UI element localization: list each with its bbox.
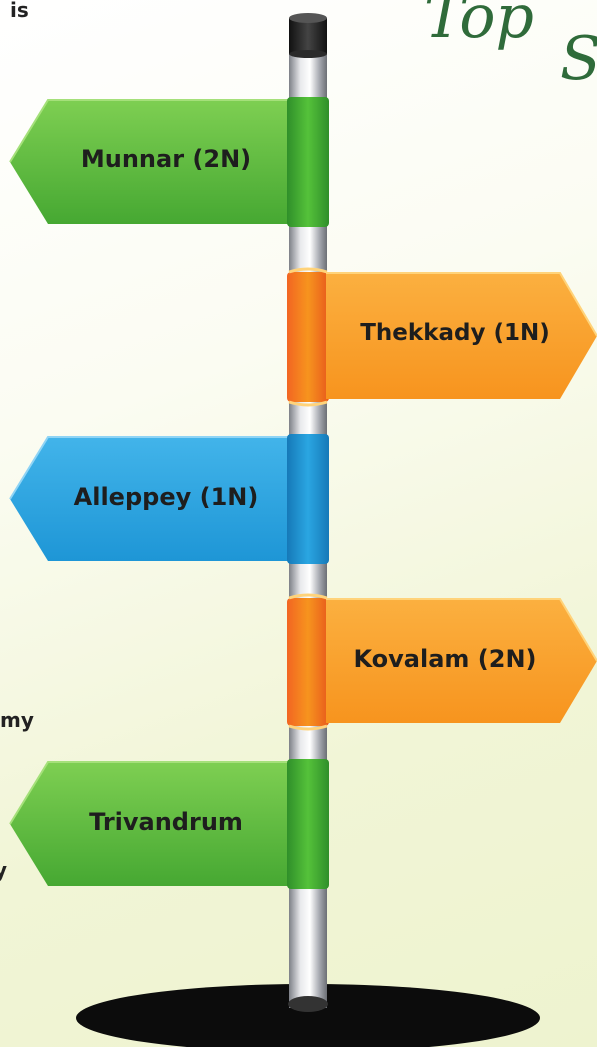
sign-alleppey — [9, 434, 329, 564]
heading-top: Top — [424, 0, 534, 52]
clipped-text-lower: y — [0, 858, 8, 882]
clipped-text-top: is — [10, 0, 29, 22]
pole-cap-top — [289, 13, 327, 23]
sign-kovalam — [287, 593, 597, 731]
heading-second-letter: S — [560, 24, 597, 94]
ground-shadow — [76, 984, 540, 1047]
pole-base — [288, 996, 328, 1012]
pole-cap-rim — [289, 50, 327, 58]
clipped-text-middle: my — [0, 708, 34, 732]
sign-munnar — [9, 97, 329, 227]
sign-label-kovalam: Kovalam (2N) — [353, 645, 537, 673]
pole-cap — [289, 18, 327, 54]
sign-label-thekkady: Thekkady (1N) — [360, 320, 550, 346]
sign-label-trivandrum: Trivandrum — [89, 808, 243, 836]
sign-label-alleppey: Alleppey (1N) — [73, 483, 259, 511]
sign-trivandrum — [9, 759, 329, 889]
sign-thekkady — [287, 267, 597, 407]
sign-label-munnar: Munnar (2N) — [80, 145, 252, 173]
